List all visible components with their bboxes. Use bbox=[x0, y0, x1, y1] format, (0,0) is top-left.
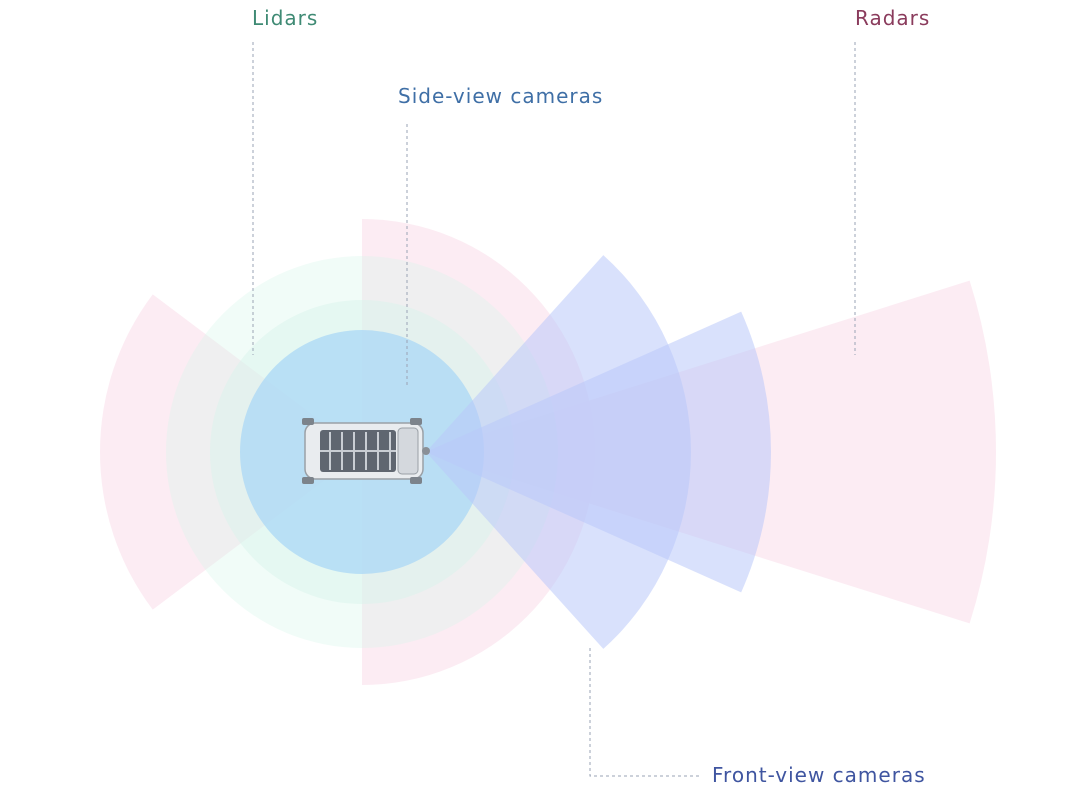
front-view-leader-line bbox=[589, 648, 700, 777]
radar-rear-sector bbox=[99, 294, 362, 610]
lidars-label: Lidars bbox=[252, 6, 319, 30]
vehicle-top-view bbox=[302, 418, 430, 484]
side-view-cameras-label: Side-view cameras bbox=[398, 84, 604, 108]
side-view-camera-coverage bbox=[240, 330, 484, 574]
leader-lines bbox=[252, 42, 856, 777]
side-camera-top-sector bbox=[240, 330, 484, 452]
front-view-cameras-label: Front-view cameras bbox=[712, 763, 926, 787]
side-camera-bottom-sector bbox=[240, 452, 484, 574]
front-view-camera-coverage bbox=[426, 255, 771, 649]
front-camera-narrow-sector bbox=[426, 311, 771, 593]
radars-label: Radars bbox=[855, 6, 931, 30]
